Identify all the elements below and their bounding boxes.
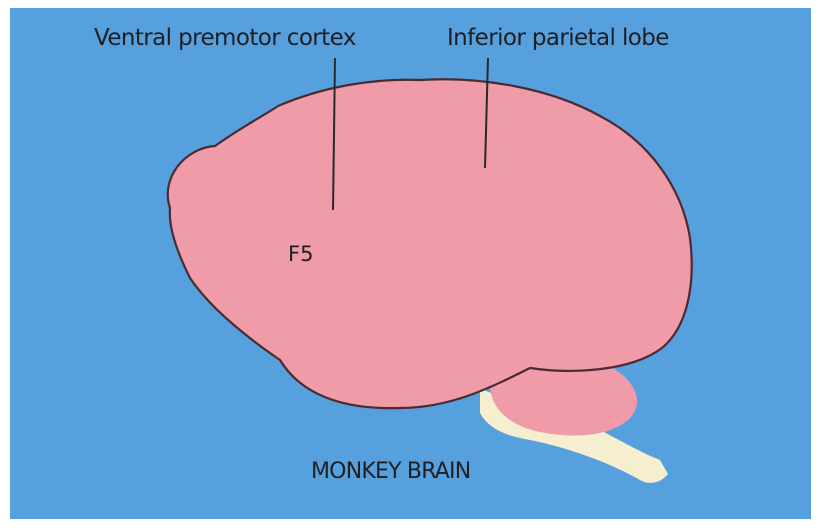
f5-label: F5 — [288, 242, 313, 266]
inferior-parietal-label: Inferior parietal lobe — [447, 25, 669, 51]
ventral-premotor-label: Ventral premotor cortex — [94, 25, 356, 51]
brain-illustration — [10, 8, 811, 519]
monkey-brain-diagram: Ventral premotor cortex Inferior parieta… — [10, 8, 811, 519]
diagram-title: MONKEY BRAIN — [311, 459, 470, 484]
